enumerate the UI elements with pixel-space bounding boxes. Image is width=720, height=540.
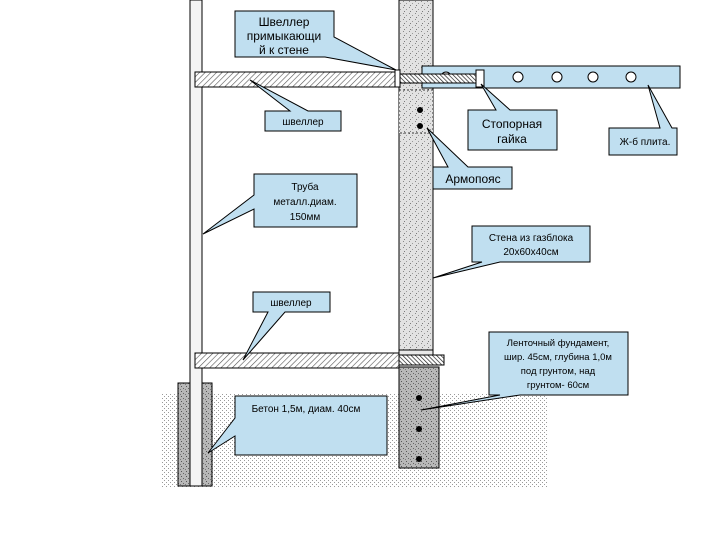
callout-channel-wall-line2: примыкающи <box>247 29 322 43</box>
callout-pipe-line1: Труба <box>291 181 319 193</box>
callout-channel-wall-line3: й к стене <box>259 43 309 57</box>
top-channel-beam <box>194 71 400 88</box>
rebar-dot <box>417 107 423 113</box>
lock-nut <box>475 69 485 88</box>
bottom-channel-beam <box>194 352 400 369</box>
callout-pipe: Труба металл.диам. 150мм <box>202 173 358 235</box>
callout-lock-nut-line2: гайка <box>497 132 527 146</box>
callout-channel-top: швеллер <box>249 79 342 132</box>
callout-foundation-line1: Ленточный фундамент, <box>507 338 610 349</box>
callout-lock-nut-line1: Стопорная <box>482 117 542 131</box>
callout-pipe-line3: 150мм <box>290 212 321 223</box>
gas-block-wall <box>398 0 434 351</box>
rebar-dot <box>417 123 423 129</box>
callout-concrete-text: Бетон 1,5м, диам. 40см <box>252 404 361 415</box>
slab-hole <box>512 71 524 83</box>
callout-foundation: Ленточный фундамент, шир. 45см, глубина … <box>420 331 629 411</box>
threaded-rod <box>395 73 483 84</box>
bottom-channel-bolt <box>398 354 445 366</box>
slab-hole <box>625 71 637 83</box>
wall-plate <box>394 69 401 88</box>
callout-slab: Ж-б плита. <box>608 84 678 156</box>
slab-hole <box>587 71 599 83</box>
callout-wall-line1: Стена из газблока <box>489 232 574 244</box>
callout-concrete: Бетон 1,5м, диам. 40см <box>207 395 388 456</box>
callout-foundation-line2: шир. 45см, глубина 1,0м <box>504 352 612 363</box>
callout-armopoyas-text: Армопояс <box>445 172 500 186</box>
armopoyas-belt <box>398 89 434 134</box>
callout-slab-text: Ж-б плита. <box>620 136 671 148</box>
callout-wall: Стена из газблока 20х60х40см <box>432 225 591 279</box>
callout-channel-top-text: швеллер <box>282 117 324 128</box>
callout-channel-bottom-text: швеллер <box>270 298 312 309</box>
callout-pipe-line2: металл.диам. <box>273 197 336 208</box>
slab-hole <box>551 71 563 83</box>
callout-armopoyas: Армопояс <box>426 127 513 190</box>
bottom-channel-plate <box>398 349 434 356</box>
callout-lock-nut: Стопорная гайка <box>467 83 558 151</box>
callout-wall-line2: 20х60х40см <box>503 247 558 258</box>
callout-channel-wall-line1: Швеллер <box>259 15 310 29</box>
strip-foundation <box>398 366 440 469</box>
callout-channel-bottom: швеллер <box>242 291 331 361</box>
callout-foundation-line3: под грунтом, над <box>521 366 596 377</box>
foundation-rebar-dot <box>416 426 422 432</box>
foundation-rebar-dot <box>416 456 422 462</box>
callout-channel-wall: Швеллер примыкающи й к стене <box>234 10 397 71</box>
foundation-rebar-dot <box>416 395 422 401</box>
callout-foundation-line4: грунтом- 60см <box>527 380 589 391</box>
